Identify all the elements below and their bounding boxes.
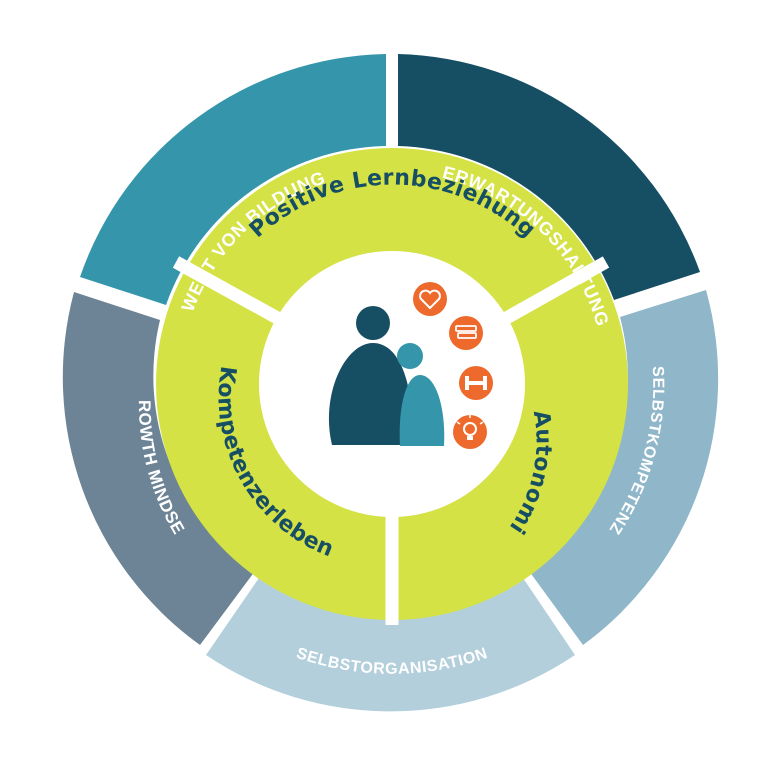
heart-icon [413,282,447,316]
adult-head-icon [356,306,390,340]
child-body-icon [399,375,445,446]
lightbulb-icon [453,415,487,449]
dumbbell-icon [459,366,493,400]
center-icons [413,282,493,449]
segment-wert-von-bildung [80,54,386,305]
outer-ring [62,54,719,712]
books-icon [449,316,483,350]
child-head-icon [397,343,423,369]
segment-selbstorganisation [206,575,575,712]
segment-selbstkompetenz [529,290,719,645]
adult-body-icon [328,343,413,445]
inner-dividers [172,256,610,625]
segment-growth-mindset [62,292,256,645]
segment-erwartungshaltung [398,54,700,300]
people-illustration [328,306,445,446]
